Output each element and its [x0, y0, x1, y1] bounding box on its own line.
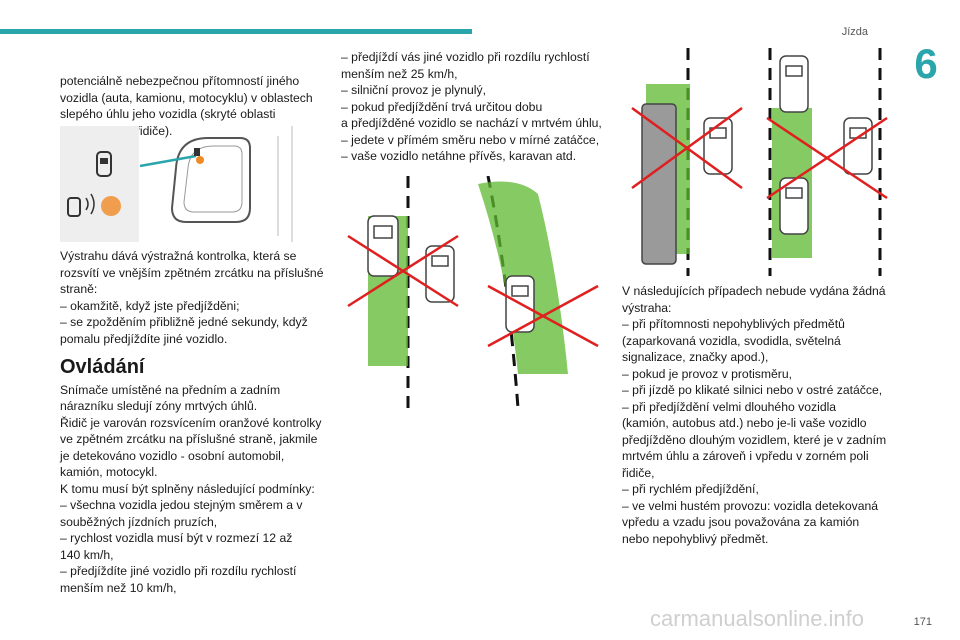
no-warning-scenario-icon — [631, 48, 888, 276]
overtaking-scenario-icon — [347, 176, 599, 408]
warning-paragraph: Výstrahu dává výstražná kontrolka, která… — [60, 249, 324, 346]
mirror-blind-spot-warning-icon — [60, 126, 293, 242]
section-heading: Ovládání — [60, 356, 145, 378]
watermark: carmanualsonline.info — [650, 606, 865, 631]
column-1: potenciálně nebezpečnou přítomností jiné… — [60, 73, 325, 139]
control-paragraph: Snímače umístěné na předním a zadním nár… — [60, 382, 322, 595]
header-accent-bar — [0, 29, 472, 34]
column-3: V následujících případech nebude vydána … — [622, 283, 897, 547]
no-warning-paragraph: V následujících případech nebude vydána … — [622, 284, 887, 546]
section-title: Jízda — [841, 26, 868, 38]
column-2: – předjíždí vás jiné vozidlo při rozdílu… — [341, 49, 606, 165]
chapter-number: 6 — [914, 40, 938, 87]
intro-paragraph: potenciálně nebezpečnou přítomností jiné… — [60, 74, 313, 138]
column-1-lower: Výstrahu dává výstražná kontrolka, která… — [60, 248, 325, 596]
page-number: 171 — [913, 616, 932, 628]
conditions-paragraph: – předjíždí vás jiné vozidlo při rozdílu… — [341, 50, 602, 163]
